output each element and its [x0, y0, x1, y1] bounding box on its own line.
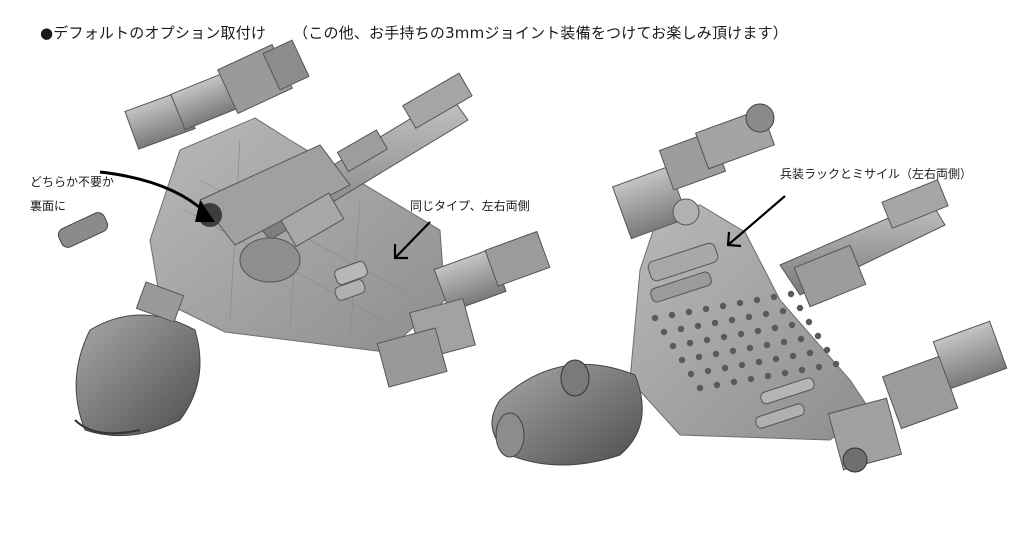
- hull-hole: [779, 307, 787, 315]
- hull-hole: [695, 353, 703, 361]
- hull-hole: [737, 330, 745, 338]
- hull-hole: [798, 366, 806, 374]
- hull-hole: [806, 349, 814, 357]
- hull-hole: [721, 364, 729, 372]
- label-either-unneeded: どちらか不要か 裏面に: [30, 172, 114, 216]
- hull-hole: [755, 358, 763, 366]
- title-note: （この他、お手持ちの3mmジョイント装備をつけてお楽しみ頂けます）: [293, 24, 788, 42]
- hull-hole: [711, 319, 719, 327]
- label-weapon-rack: 兵装ラックとミサイル（左右両側）: [780, 167, 973, 181]
- left-model-top-view: [57, 39, 551, 437]
- hull-hole: [832, 360, 840, 368]
- hull-hole: [788, 321, 796, 329]
- hull-hole: [781, 369, 789, 377]
- hull-hole: [660, 328, 668, 336]
- label-either-unneeded-line2: 裏面に: [30, 199, 67, 213]
- hull-hole: [728, 316, 736, 324]
- hull-hole: [730, 378, 738, 386]
- hull-hole: [787, 290, 795, 298]
- hull-hole: [814, 332, 822, 340]
- hull-hole: [702, 305, 710, 313]
- title-main: ●デフォルトのオプション取付け: [40, 24, 267, 42]
- hull-hole: [764, 372, 772, 380]
- hull-hole: [745, 313, 753, 321]
- hull-hole: [687, 370, 695, 378]
- hull-hole: [720, 333, 728, 341]
- hull-hole: [696, 384, 704, 392]
- hull-hole: [789, 352, 797, 360]
- arrow-either-unneeded: [99, 170, 215, 222]
- hull-hole: [770, 293, 778, 301]
- hull-hole: [685, 308, 693, 316]
- hull-hole: [686, 339, 694, 347]
- right-model-bottom-view: [491, 103, 1008, 473]
- hull-hole: [703, 336, 711, 344]
- hull-hole: [771, 324, 779, 332]
- hull-hole: [694, 322, 702, 330]
- arrow-weapon-rack: [726, 195, 786, 248]
- hull-hole: [704, 367, 712, 375]
- hull-hole: [746, 344, 754, 352]
- hull-hole: [780, 338, 788, 346]
- hull-hole: [677, 325, 685, 333]
- label-same-type: 同じタイプ、左右両側: [410, 199, 530, 213]
- arrow-same-type: [393, 221, 431, 260]
- hull-hole: [753, 296, 761, 304]
- hull-hole: [668, 311, 676, 319]
- hull-hole: [651, 314, 659, 322]
- label-either-unneeded-line1: どちらか不要か: [30, 175, 115, 189]
- hull-hole: [736, 299, 744, 307]
- hull-hole: [747, 375, 755, 383]
- hull-hole: [763, 341, 771, 349]
- hull-hole: [669, 342, 677, 350]
- page-title: ●デフォルトのオプション取付け （この他、お手持ちの3mmジョイント装備をつけて…: [40, 22, 788, 43]
- hull-hole: [805, 318, 813, 326]
- hull-hole: [729, 347, 737, 355]
- hull-hole: [796, 304, 804, 312]
- hull-hole: [738, 361, 746, 369]
- hull-hole: [719, 302, 727, 310]
- hull-hole: [713, 381, 721, 389]
- hull-hole: [762, 310, 770, 318]
- hull-hole: [823, 346, 831, 354]
- hull-hole: [772, 355, 780, 363]
- hull-hole: [815, 363, 823, 371]
- hull-hole: [754, 327, 762, 335]
- hull-hole: [797, 335, 805, 343]
- hull-hole: [712, 350, 720, 358]
- hole-grid: [651, 290, 840, 392]
- hull-hole: [678, 356, 686, 364]
